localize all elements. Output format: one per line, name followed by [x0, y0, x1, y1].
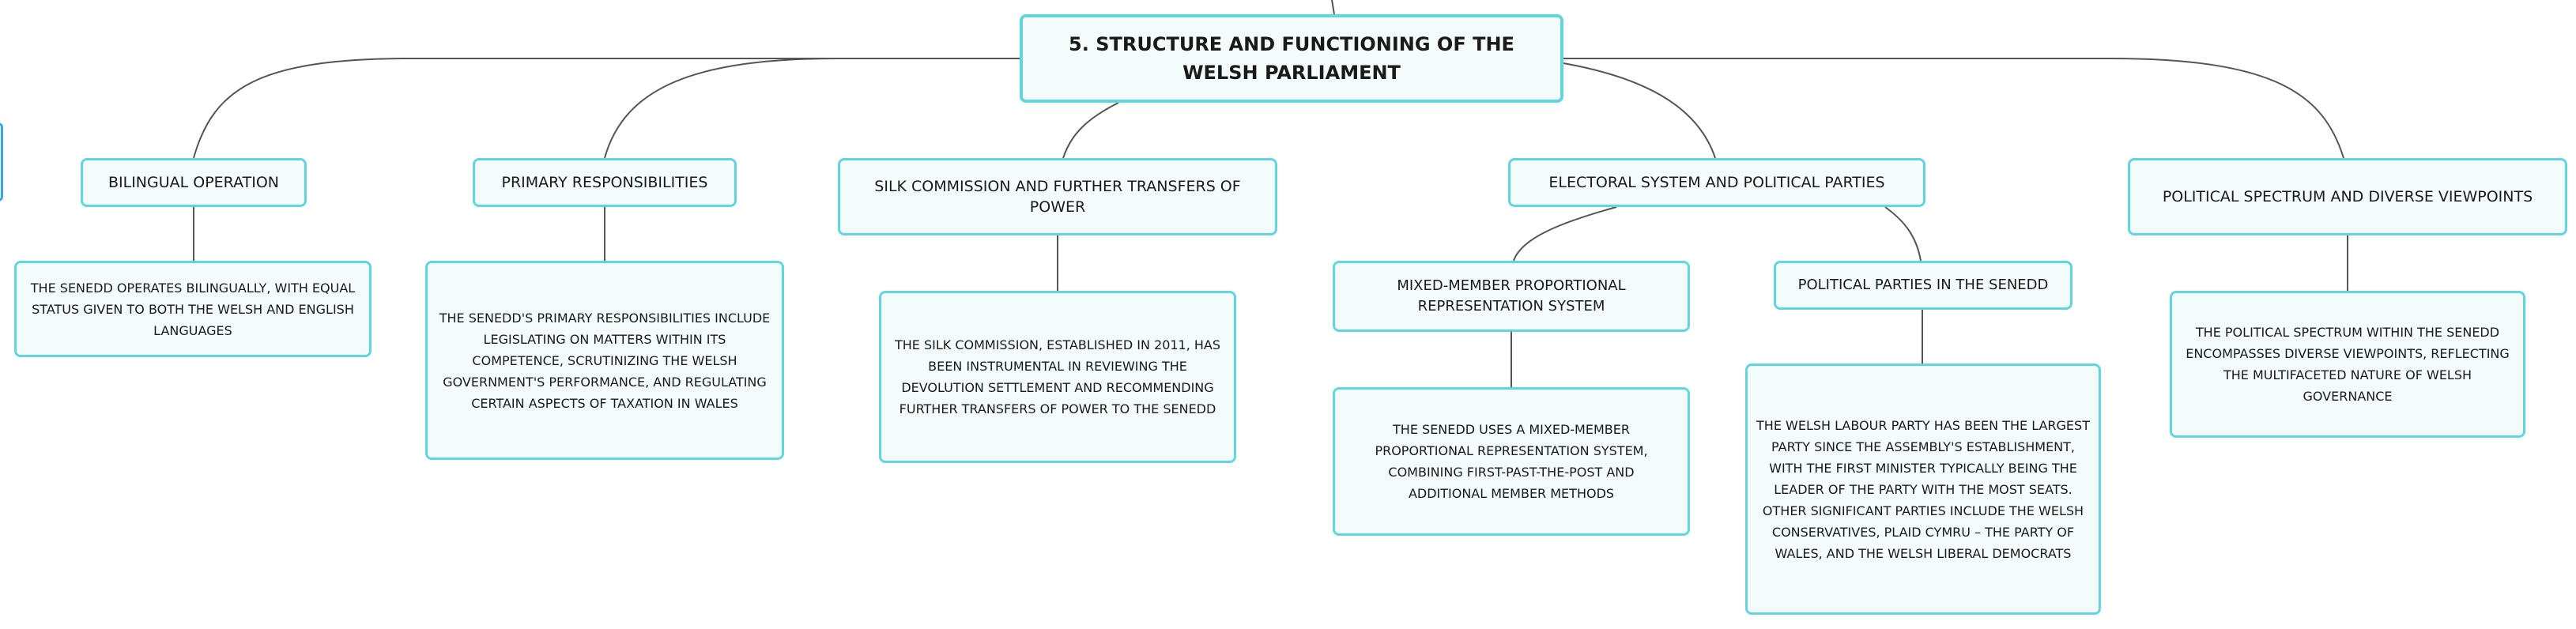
connector-root-electoral [1563, 62, 1716, 159]
topic-bilingual-operation[interactable]: BILINGUAL OPERATION [81, 158, 307, 207]
detail-text: THE SENEDD'S PRIMARY RESPONSIBILITIES IN… [439, 310, 771, 411]
topic-silk-commission[interactable]: SILK COMMISSION AND FURTHER TRANSFERS OF… [838, 158, 1277, 235]
detail-text: THE WELSH LABOUR PARTY HAS BEEN THE LARG… [1756, 417, 2090, 561]
topic-political-parties[interactable]: POLITICAL PARTIES IN THE SENEDD [1774, 261, 2072, 310]
detail-primary-responsibilities[interactable]: THE SENEDD'S PRIMARY RESPONSIBILITIES IN… [425, 261, 784, 460]
connector-electoral-mmp [1513, 206, 1617, 262]
detail-text: THE SILK COMMISSION, ESTABLISHED IN 2011… [894, 337, 1221, 416]
topic-label: POLITICAL PARTIES IN THE SENEDD [1797, 277, 2049, 293]
root-topic-label: 5. STRUCTURE AND FUNCTIONING OF THE WELS… [1069, 33, 1514, 84]
topic-electoral-system[interactable]: ELECTORAL SYSTEM AND POLITICAL PARTIES [1508, 158, 1925, 207]
topic-label: POLITICAL SPECTRUM AND DIVERSE VIEWPOINT… [2162, 188, 2533, 205]
topic-label: PRIMARY RESPONSIBILITIES [501, 174, 708, 191]
detail-bilingual-operation[interactable]: THE SENEDD OPERATES BILINGUALLY, WITH EQ… [14, 261, 372, 357]
detail-text: THE POLITICAL SPECTRUM WITHIN THE SENEDD… [2186, 325, 2510, 404]
connector-root-bilingual [193, 58, 1020, 159]
offscreen-node-edge[interactable] [0, 122, 3, 202]
detail-political-spectrum[interactable]: THE POLITICAL SPECTRUM WITHIN THE SENEDD… [2170, 291, 2525, 438]
detail-text: THE SENEDD USES A MIXED-MEMBER PROPORTIO… [1375, 422, 1648, 501]
connector-root-silk [1062, 102, 1119, 159]
topic-political-spectrum[interactable]: POLITICAL SPECTRUM AND DIVERSE VIEWPOINT… [2128, 158, 2567, 235]
topic-label: ELECTORAL SYSTEM AND POLITICAL PARTIES [1548, 174, 1885, 191]
connector-electoral-parties [1884, 206, 1922, 262]
connector-root-primary [604, 58, 1020, 159]
detail-mmp-system[interactable]: THE SENEDD USES A MIXED-MEMBER PROPORTIO… [1333, 387, 1690, 536]
detail-text: THE SENEDD OPERATES BILINGUALLY, WITH EQ… [30, 280, 356, 338]
topic-label: MIXED-MEMBER PROPORTIONAL REPRESENTATION… [1397, 277, 1626, 314]
detail-silk-commission[interactable]: THE SILK COMMISSION, ESTABLISHED IN 2011… [879, 291, 1236, 463]
topic-mmp-system[interactable]: MIXED-MEMBER PROPORTIONAL REPRESENTATION… [1333, 261, 1690, 332]
topic-label: SILK COMMISSION AND FURTHER TRANSFERS OF… [874, 178, 1241, 216]
detail-political-parties[interactable]: THE WELSH LABOUR PARTY HAS BEEN THE LARG… [1745, 363, 2101, 615]
topic-primary-responsibilities[interactable]: PRIMARY RESPONSIBILITIES [473, 158, 737, 207]
root-topic[interactable]: 5. STRUCTURE AND FUNCTIONING OF THE WELS… [1020, 14, 1563, 103]
topic-label: BILINGUAL OPERATION [107, 174, 280, 191]
connector-root-spectrum [1563, 58, 2344, 159]
connector-top [1331, 0, 1335, 15]
